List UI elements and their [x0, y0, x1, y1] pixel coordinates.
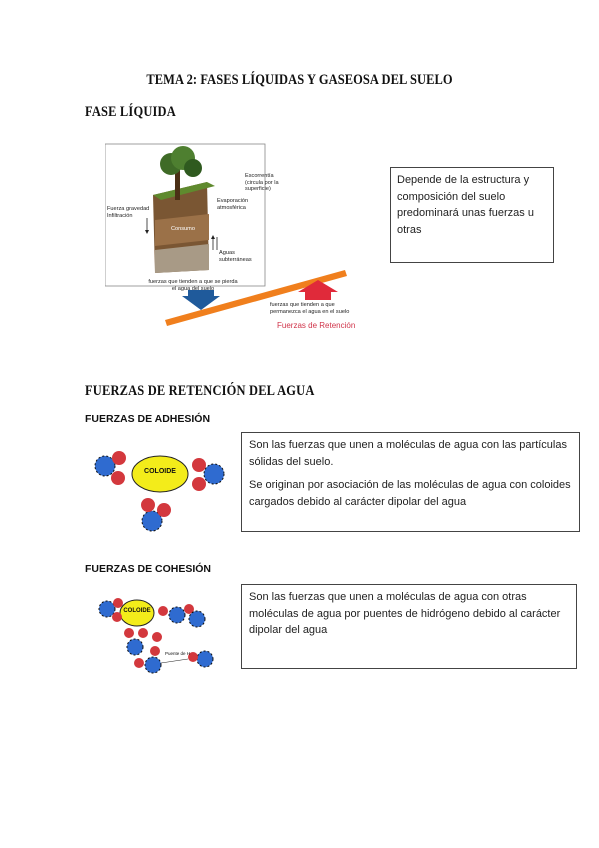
oxygen-atom [94, 455, 116, 477]
soil-surface [153, 182, 215, 200]
cohesion-molecules [98, 598, 214, 674]
oxygen-atom [141, 510, 163, 532]
diagram-frame [104, 143, 266, 287]
label-fuerzas-retencion: Fuerzas de Retención [277, 321, 356, 330]
label-evaporacion: Evaporación [217, 198, 249, 204]
oxygen-atom [196, 650, 214, 668]
hydrogen-atom [112, 451, 126, 465]
hydrogen-atom [113, 598, 123, 608]
label-evaporacion-detail: atmosférica [217, 204, 246, 211]
arrow-up-icon [298, 280, 338, 300]
hydrogen-bond-line [160, 658, 189, 664]
label-pierde-line1: fuerzas que tienden a que se pierda [148, 279, 238, 285]
oxygen-atom [126, 638, 144, 656]
label-permanezca-line1: fuerzas que tienden a que [270, 302, 335, 308]
coloide-label: COLOIDE [123, 608, 151, 614]
adhesion-text-2: Se originan por asociación de las molécu… [249, 479, 571, 508]
adhesion-text-1: Son las fuerzas que unen a moléculas de … [249, 439, 567, 468]
section-heading-fase-liquida: FASE LÍQUIDA [85, 104, 176, 120]
label-escorrentia-detail: (circula por la superficie) [245, 179, 279, 193]
note-text: Depende de la estructura y composición d… [397, 174, 534, 236]
oxygen-atom [203, 463, 225, 485]
label-pierde-line2: el agua del suelo [171, 285, 215, 292]
label-consumo: Consumo [171, 226, 195, 232]
soil-layer [155, 214, 209, 246]
label-subterraneas: subterráneas [219, 256, 252, 263]
oxygen-atom [188, 610, 206, 628]
hydrogen-atom [138, 628, 148, 638]
label-permanezca-line2: permanezca el agua en el suelo [270, 308, 350, 315]
hydrogen-atom [141, 498, 155, 512]
hydrogen-atom [188, 652, 198, 662]
hydrogen-atom [192, 458, 206, 472]
label-aguas: Aguas [219, 250, 235, 256]
label-escorrentia: Escorrentía [245, 173, 274, 179]
subheading-cohesion: FUERZAS DE COHESIÓN [85, 563, 212, 575]
adhesion-illustration: COLOIDE [90, 438, 230, 538]
soil-water-diagram: Escorrentía (circula por la superficie) … [104, 140, 370, 340]
puente-h-label: Puente de H [165, 651, 191, 656]
cohesion-illustration: COLOIDE Puente de H [93, 593, 221, 677]
hydrogen-atom [150, 646, 160, 656]
hydrogen-atom [158, 606, 168, 616]
oxygen-atom [98, 600, 116, 618]
balance-bar [165, 270, 347, 326]
soil-rock-layer [155, 244, 209, 273]
adhesion-molecules [94, 451, 225, 532]
soil-diagram-illustration [104, 143, 347, 326]
hydrogen-atom [111, 471, 125, 485]
subheading-adhesion: FUERZAS DE ADHESIÓN [85, 413, 211, 425]
hydrogen-atom [152, 632, 162, 642]
tree-trunk [175, 170, 180, 200]
section-heading-fuerzas-retencion: FUERZAS DE RETENCIÓN DEL AGUA [85, 383, 315, 399]
oxygen-atom [168, 606, 186, 624]
label-infiltracion: Infiltración [107, 212, 133, 219]
hydrogen-atom [134, 658, 144, 668]
adhesion-text-box: Son las fuerzas que unen a moléculas de … [241, 432, 580, 532]
label-fuerza-gravedad: Fuerza gravedad [107, 206, 150, 212]
oxygen-atom [144, 656, 162, 674]
cohesion-text-box: Son las fuerzas que unen a moléculas de … [241, 584, 577, 669]
hydrogen-atom [184, 604, 194, 614]
hydrogen-atom [157, 503, 171, 517]
hydrogen-atom [124, 628, 134, 638]
tree-crown [184, 159, 202, 177]
hydrogen-atom [112, 612, 122, 622]
coloide-label: COLOIDE [144, 468, 176, 475]
arrow-down-icon [182, 290, 220, 310]
note-box: Depende de la estructura y composición d… [390, 167, 554, 263]
page-title: TEMA 2: FASES LÍQUIDAS Y GASEOSA DEL SUE… [146, 72, 453, 88]
coloide-particle [131, 455, 189, 493]
hydrogen-atom [192, 477, 206, 491]
cohesion-text-1: Son las fuerzas que unen a moléculas de … [249, 591, 561, 636]
